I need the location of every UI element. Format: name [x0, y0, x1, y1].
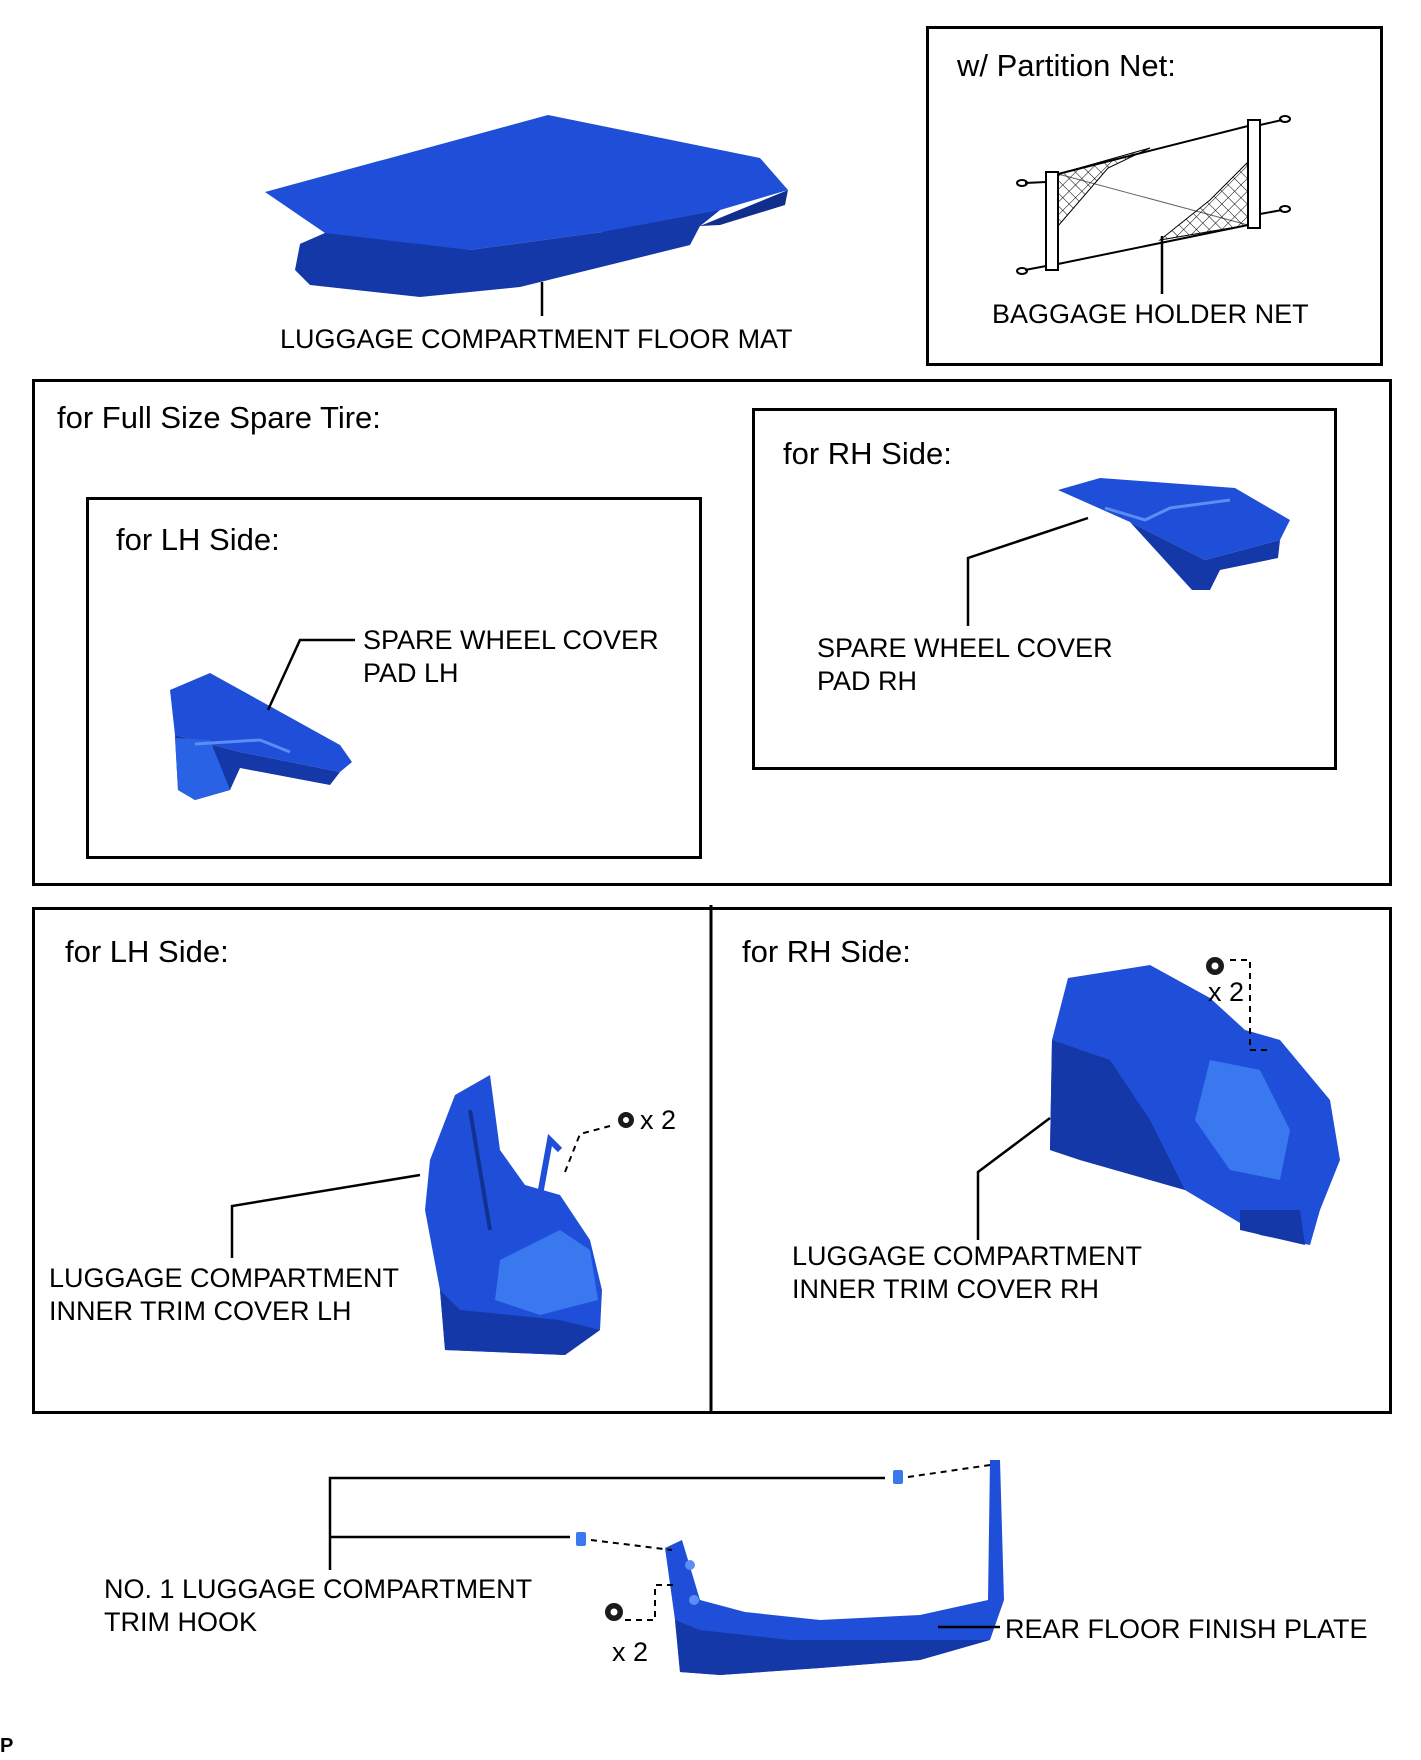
spare-rh-heading: for RH Side:: [783, 436, 952, 471]
spare-pad-lh-label-1: SPARE WHEEL COVER: [363, 625, 659, 655]
spare-rh-box: [752, 408, 1337, 770]
inner-trim-lh-heading: for LH Side:: [65, 934, 229, 969]
inner-trim-lh-label-2: INNER TRIM COVER LH: [49, 1296, 352, 1326]
rear-floor-plate-part: [665, 1460, 1004, 1675]
inner-trim-lh-label-1: LUGGAGE COMPARTMENT: [49, 1263, 400, 1293]
net-bar-right: [1247, 119, 1261, 229]
rear-floor-plate-label: REAR FLOOR FINISH PLATE: [1005, 1614, 1368, 1644]
inner-trim-lh-leader: [230, 1173, 421, 1258]
baggage-net-label: BAGGAGE HOLDER NET: [992, 299, 1309, 329]
partition-net-box: [926, 26, 1383, 366]
spare-pad-rh-label-2: PAD RH: [817, 666, 918, 696]
spare-pad-rh-leader: [966, 516, 1089, 626]
inner-trim-lh-part: [425, 1075, 602, 1355]
spare-pad-lh-leader: [266, 638, 355, 711]
trim-hook-label-1: NO. 1 LUGGAGE COMPARTMENT: [104, 1574, 533, 1604]
trim-hook-leader: [328, 1476, 885, 1570]
inner-trim-rh-label-2: INNER TRIM COVER RH: [792, 1274, 1100, 1304]
inner-trim-rh-qty: x 2: [1208, 977, 1245, 1007]
spare-lh-box: [86, 497, 702, 859]
baggage-net-drawing: [1016, 115, 1291, 275]
spare-pad-rh-part: [1058, 478, 1290, 590]
floor-mat-front: [295, 210, 720, 297]
spare-pad-rh-label-1: SPARE WHEEL COVER: [817, 633, 1113, 663]
corner-mark: P: [0, 1735, 14, 1757]
spare-pad-lh-part: [170, 673, 352, 800]
floor-mat-part: [265, 115, 788, 297]
inner-trim-rh-leader: [976, 1117, 1051, 1240]
floor-mat-tab: [700, 190, 788, 226]
rear-floor-qty: x 2: [612, 1637, 649, 1667]
inner-trim-rh-heading: for RH Side:: [742, 934, 911, 969]
inner-trim-rh-label-1: LUGGAGE COMPARTMENT: [792, 1241, 1143, 1271]
spare-lh-heading: for LH Side:: [116, 522, 280, 557]
inner-trim-lh-qty: x 2: [640, 1105, 677, 1135]
net-bar-left: [1045, 171, 1059, 271]
trim-hook-lower: [576, 1532, 586, 1546]
spare-pad-lh-label-2: PAD LH: [363, 658, 459, 688]
inner-trim-rh-part: [1050, 965, 1340, 1245]
partition-net-heading: w/ Partition Net:: [957, 48, 1176, 83]
full-size-spare-box: [32, 379, 1392, 886]
inner-trim-lh-clip-leader: [564, 1125, 611, 1173]
trim-hook-label-2: TRIM HOOK: [104, 1607, 257, 1637]
net-mesh-left: [1057, 147, 1151, 228]
full-size-spare-heading: for Full Size Spare Tire:: [57, 400, 381, 435]
trim-hook-upper: [893, 1470, 903, 1484]
floor-mat-label: LUGGAGE COMPARTMENT FLOOR MAT: [280, 324, 793, 354]
